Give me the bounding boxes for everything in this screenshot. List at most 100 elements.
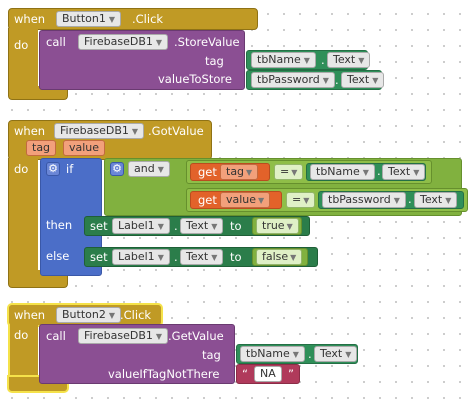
set-label: set xyxy=(90,219,108,233)
dropdown-arrow-icon[interactable]: ▼ xyxy=(290,253,297,262)
arg-valueiftagnotthere-label: valueIfTagNotThere xyxy=(108,367,220,381)
compare-operator-dropdown[interactable]: =▼ xyxy=(274,164,304,180)
property-dropdown-text[interactable]: Text▼ xyxy=(180,249,224,265)
and-operator-dropdown[interactable]: and▼ xyxy=(128,161,170,177)
event-block-side xyxy=(8,324,38,384)
mutator-gear-icon[interactable]: ⚙ xyxy=(46,162,60,176)
dropdown-arrow-icon[interactable]: ▼ xyxy=(246,168,253,177)
dropdown-arrow-icon[interactable]: ▼ xyxy=(345,350,352,359)
call-label: call xyxy=(46,329,66,343)
tbname-text-getter[interactable]: tbName▼ . Text▼ xyxy=(246,50,371,70)
dropdown-arrow-icon[interactable]: ▼ xyxy=(303,196,310,205)
dropdown-arrow-icon[interactable]: ▼ xyxy=(155,38,163,47)
component-dropdown-tbname[interactable]: tbName▼ xyxy=(240,346,305,362)
dropdown-arrow-icon[interactable]: ▼ xyxy=(157,222,164,231)
property-dropdown-text[interactable]: Text▼ xyxy=(314,346,358,362)
dot-separator: . xyxy=(308,347,312,361)
dot-separator: . xyxy=(321,53,325,67)
dropdown-arrow-icon[interactable]: ▼ xyxy=(413,168,420,177)
dropdown-arrow-icon[interactable]: ▼ xyxy=(445,196,452,205)
dropdown-arrow-icon[interactable]: ▼ xyxy=(358,56,365,65)
component-dropdown-button2[interactable]: Button2▼ xyxy=(56,307,122,323)
else-label: else xyxy=(46,249,70,263)
component-dropdown-firebasedb1[interactable]: FirebaseDB1▼ xyxy=(78,328,169,344)
component-dropdown-tbpassword[interactable]: tbPassword▼ xyxy=(322,192,406,208)
component-dropdown-label1[interactable]: Label1▼ xyxy=(112,249,170,265)
to-label: to xyxy=(230,219,242,233)
dropdown-arrow-icon[interactable]: ▼ xyxy=(362,168,369,177)
dot-separator: . xyxy=(174,219,178,233)
when-label: when xyxy=(14,308,46,322)
get-label: get xyxy=(198,165,217,179)
arg-tag-label: tag xyxy=(202,348,221,362)
dropdown-arrow-icon[interactable]: ▼ xyxy=(291,168,298,177)
do-label: do xyxy=(14,38,29,52)
dropdown-arrow-icon[interactable]: ▼ xyxy=(258,196,265,205)
dropdown-arrow-icon[interactable]: ▼ xyxy=(108,15,116,24)
boolean-dropdown-false[interactable]: false▼ xyxy=(256,249,303,265)
dot-separator: . xyxy=(377,164,381,178)
dropdown-arrow-icon[interactable]: ▼ xyxy=(393,196,400,205)
call-label: call xyxy=(46,35,66,49)
get-label: get xyxy=(198,193,217,207)
dropdown-arrow-icon[interactable]: ▼ xyxy=(131,127,139,136)
component-dropdown-button1[interactable]: Button1▼ xyxy=(56,11,122,27)
event-block-side xyxy=(8,28,38,90)
dropdown-arrow-icon[interactable]: ▼ xyxy=(211,253,218,262)
variable-dropdown-value[interactable]: value▼ xyxy=(220,192,271,208)
method-name: .GetValue xyxy=(168,329,224,343)
dropdown-arrow-icon[interactable]: ▼ xyxy=(372,76,379,85)
param-tag[interactable]: tag xyxy=(26,140,57,156)
boolean-dropdown-true[interactable]: true▼ xyxy=(256,218,299,234)
event-name: .Click xyxy=(120,308,152,322)
if-label: if xyxy=(66,162,74,176)
to-label: to xyxy=(230,250,242,264)
component-dropdown-label1[interactable]: Label1▼ xyxy=(112,218,170,234)
event-block-side xyxy=(8,158,38,278)
when-button2-click-block[interactable]: when Button2▼ .Click do call FirebaseDB1… xyxy=(7,303,360,393)
dropdown-arrow-icon[interactable]: ▼ xyxy=(322,76,329,85)
dropdown-arrow-icon[interactable]: ▼ xyxy=(211,222,218,231)
then-label: then xyxy=(46,218,73,232)
arg-valuetostore-label: valueToStore xyxy=(158,72,232,86)
event-name: .Click xyxy=(132,12,164,26)
dropdown-arrow-icon[interactable]: ▼ xyxy=(157,165,164,174)
dropdown-arrow-icon[interactable]: ▼ xyxy=(155,332,163,341)
do-label: do xyxy=(14,328,29,342)
dropdown-arrow-icon[interactable]: ▼ xyxy=(292,350,299,359)
when-label: when xyxy=(14,124,46,138)
when-label: when xyxy=(14,12,46,26)
dot-separator: . xyxy=(174,250,178,264)
open-quote: “ xyxy=(242,367,248,381)
dropdown-arrow-icon[interactable]: ▼ xyxy=(157,253,164,262)
when-firebasedb1-gotvalue-block[interactable]: when FirebaseDB1▼ .GotValue tag value do… xyxy=(8,120,468,288)
property-dropdown-text[interactable]: Text▼ xyxy=(382,164,426,180)
set-label: set xyxy=(90,250,108,264)
do-label: do xyxy=(14,162,29,176)
component-dropdown-tbpassword[interactable]: tbPassword▼ xyxy=(251,72,335,88)
dropdown-arrow-icon[interactable]: ▼ xyxy=(303,56,310,65)
param-value[interactable]: value xyxy=(63,140,106,156)
mutator-gear-icon[interactable]: ⚙ xyxy=(110,162,124,176)
component-dropdown-tbname[interactable]: tbName▼ xyxy=(251,52,316,68)
property-dropdown-text[interactable]: Text▼ xyxy=(414,192,458,208)
tbpassword-text-getter[interactable]: tbPassword▼ . Text▼ xyxy=(246,70,385,90)
event-name: .GotValue xyxy=(148,124,204,138)
method-name: .StoreValue xyxy=(174,35,240,49)
property-dropdown-text[interactable]: Text▼ xyxy=(180,218,224,234)
close-quote: ” xyxy=(288,367,294,381)
dot-separator: . xyxy=(408,192,412,206)
variable-dropdown-tag[interactable]: tag▼ xyxy=(220,164,259,180)
compare-operator-dropdown[interactable]: =▼ xyxy=(286,192,316,208)
text-value-field[interactable]: NA xyxy=(254,366,282,382)
dropdown-arrow-icon[interactable]: ▼ xyxy=(286,222,293,231)
component-dropdown-firebasedb1[interactable]: FirebaseDB1▼ xyxy=(78,34,169,50)
component-dropdown-tbname[interactable]: tbName▼ xyxy=(310,164,375,180)
when-button1-click-block[interactable]: when Button1▼ .Click do call FirebaseDB1… xyxy=(8,8,258,100)
component-dropdown-firebasedb1[interactable]: FirebaseDB1▼ xyxy=(54,123,145,139)
property-dropdown-text[interactable]: Text▼ xyxy=(341,72,385,88)
dot-separator: . xyxy=(335,73,339,87)
property-dropdown-text[interactable]: Text▼ xyxy=(327,52,371,68)
arg-tag-label: tag xyxy=(205,54,224,68)
dropdown-arrow-icon[interactable]: ▼ xyxy=(108,311,116,320)
